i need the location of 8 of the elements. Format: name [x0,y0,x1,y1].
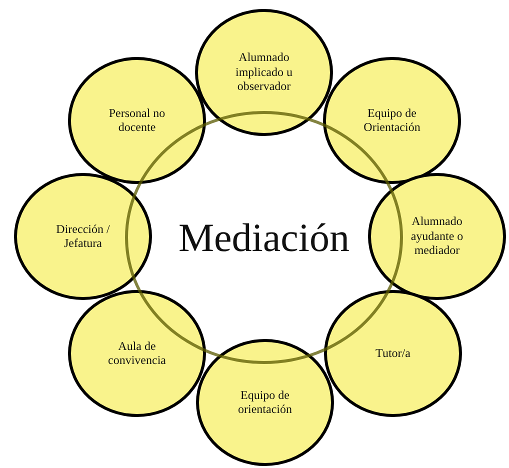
role-circle: Aula de convivencia [68,290,206,416]
role-circle: Alumnado implicado u observador [195,8,333,136]
role-circle: Equipo de Orientación [323,56,461,184]
role-circle: Tutor/a [324,290,462,416]
role-circle: Alumnado ayudante o mediador [368,172,506,300]
role-circle: Dirección / Jefatura [14,172,152,300]
role-circle: Personal no docente [68,56,206,184]
role-circle: Equipo de orientación [196,338,334,466]
